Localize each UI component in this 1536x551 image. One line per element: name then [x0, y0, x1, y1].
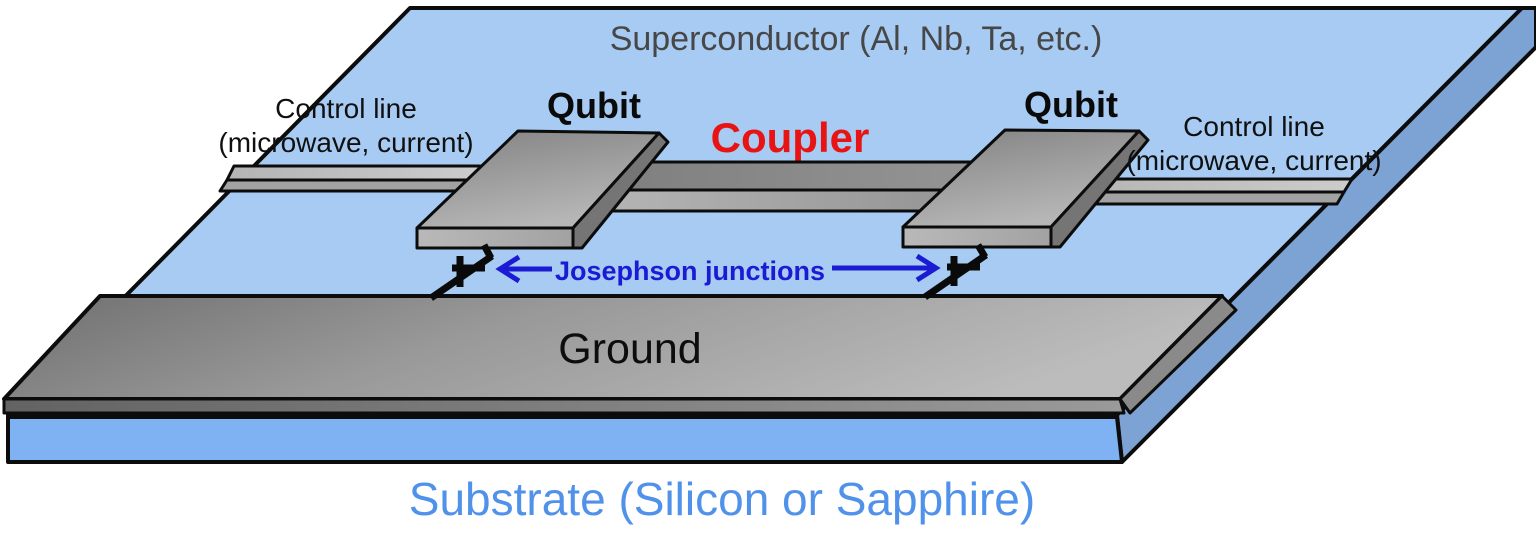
josephson-right-arrow-icon — [832, 253, 941, 283]
ground-end-face — [1118, 294, 1238, 415]
qubit-right-side-face — [1049, 129, 1150, 249]
josephson-junctions-label: Josephson junctions — [555, 256, 825, 286]
josephson-junction-right-symbol — [923, 243, 989, 300]
qubit-left-side-face — [571, 131, 670, 250]
coupler-label: Coupler — [711, 114, 870, 161]
qubit-right-label: Qubit — [1024, 84, 1118, 125]
qubit-right-front-face — [901, 225, 1053, 249]
ground-front-face — [2, 397, 1126, 415]
control-line-right-front — [1068, 190, 1346, 206]
control-line-right-sublabel: (microwave, current) — [1126, 145, 1381, 176]
control-line-left-label: Control line — [275, 93, 417, 124]
ground-label: Ground — [558, 325, 701, 373]
josephson-left-arrow-icon — [495, 254, 552, 284]
control-line-left-top — [225, 164, 482, 182]
substrate-label: Substrate (Silicon or Sapphire) — [409, 473, 1035, 525]
control-line-left-front — [218, 178, 482, 193]
josephson-junction-left-symbol — [429, 243, 495, 301]
qubit-left-front-face — [415, 226, 575, 250]
superconductor-label: Superconductor (Al, Nb, Ta, etc.) — [610, 20, 1103, 58]
control-line-right-label: Control line — [1183, 111, 1325, 142]
qubit-left-label: Qubit — [547, 85, 641, 126]
substrate-front-face — [6, 415, 1124, 464]
control-line-left-sublabel: (microwave, current) — [218, 127, 473, 158]
